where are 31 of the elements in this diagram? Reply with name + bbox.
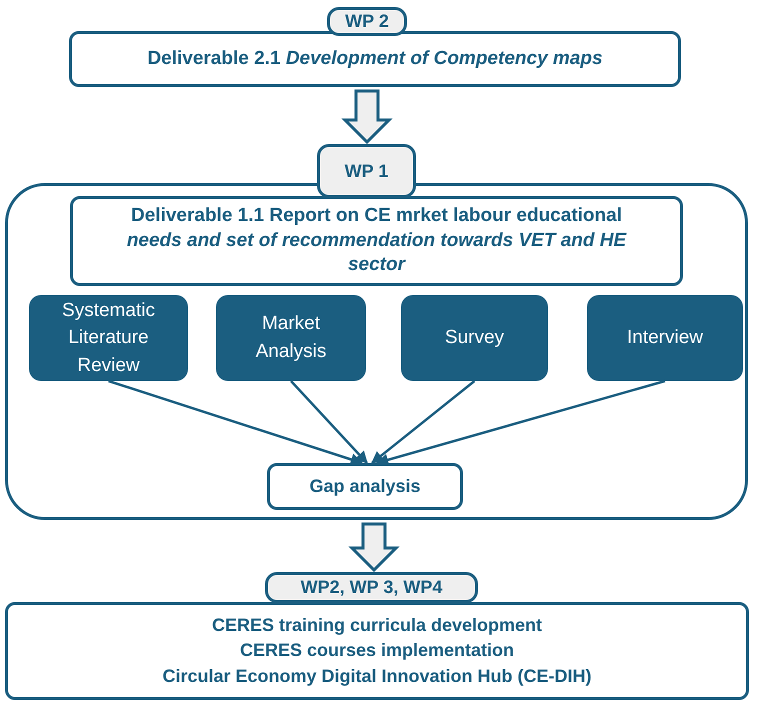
tag-label: WP 1 xyxy=(344,160,388,182)
node-text: Circular Economy Digital Innovation Hub (CE-DIH) xyxy=(162,664,592,688)
node-text: Deliverable 1.1 Report on CE mrket labour educational needs and set of recommendation towards VET and HE sector xyxy=(126,204,628,278)
tag-box xyxy=(317,144,416,198)
node-text: Survey xyxy=(444,326,504,350)
method-box xyxy=(29,295,188,381)
block-arrow xyxy=(341,90,393,144)
node-text: Systematic Literature Review xyxy=(61,298,156,378)
tag-box xyxy=(265,572,478,603)
method-box xyxy=(401,295,548,381)
tag-label: WP2, WP 3, WP4 xyxy=(300,577,442,598)
arrow xyxy=(108,380,364,466)
tag-box xyxy=(327,7,407,36)
process-box xyxy=(70,196,683,286)
block-arrow xyxy=(348,522,400,572)
method-box xyxy=(216,295,366,381)
node-text: Market Analysis xyxy=(254,312,328,364)
tag-label: WP 2 xyxy=(345,11,389,32)
node-text: CERES training curricula development xyxy=(212,614,542,638)
process-box xyxy=(69,31,681,87)
node-text: Deliverable 2.1 Development of Competency maps xyxy=(147,48,603,70)
group-container xyxy=(5,183,748,520)
arrow xyxy=(371,380,476,464)
process-box xyxy=(267,463,463,510)
node-text: Gap analysis xyxy=(309,476,421,497)
arrow xyxy=(290,380,368,464)
process-box xyxy=(5,602,749,700)
method-box xyxy=(587,295,743,381)
node-text: Interview xyxy=(626,326,704,350)
node-text: CERES courses implementation xyxy=(240,639,514,662)
arrow xyxy=(376,380,666,466)
